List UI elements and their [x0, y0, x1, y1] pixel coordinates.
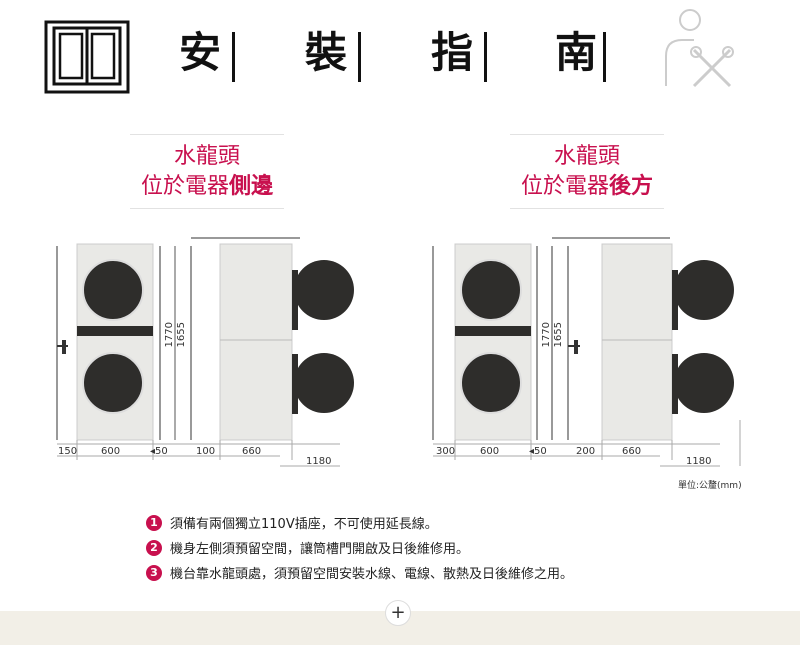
dim-height-inner: 1655 — [176, 322, 187, 348]
open-book-icon — [44, 20, 130, 94]
dim-depth: 660 — [242, 446, 262, 457]
section-rule — [510, 208, 664, 209]
heading-line1: 水龍頭 — [173, 144, 240, 169]
section-heading-side: 水龍頭 位於電器側邊 — [110, 142, 304, 202]
note-item: 1 須備有兩個獨立110V插座，不可使用延長線。 — [146, 510, 573, 535]
dim-tower-width: 600 — [480, 446, 500, 457]
dim-back-gap: 200 — [576, 446, 596, 457]
note-item: 3 機台靠水龍頭處，須預留空間安裝水線、電線、散熱及日後維修之用。 — [146, 560, 573, 585]
note-text: 機身左側須預留空間，讓筒槽門開啟及日後維修用。 — [170, 542, 470, 557]
title-divider — [603, 32, 606, 82]
note-text: 機台靠水龍頭處，須預留空間安裝水線、電線、散熱及日後維修之用。 — [170, 567, 574, 582]
dim-side-gap: ◂50 — [529, 446, 547, 457]
diagram-back-faucet — [432, 237, 741, 467]
title-divider — [232, 32, 235, 82]
title-divider — [484, 32, 487, 82]
notes-list: 1 須備有兩個獨立110V插座，不可使用延長線。 2 機身左側須預留空間，讓筒槽… — [146, 510, 573, 585]
expand-button[interactable]: + — [385, 600, 411, 626]
installer-tools-icon — [665, 9, 734, 88]
title-char-2: 裝 — [304, 28, 347, 77]
section-rule — [130, 208, 284, 209]
heading-line2: 位於電器側邊 — [140, 174, 274, 199]
dim-depth: 660 — [622, 446, 642, 457]
note-number: 1 — [146, 514, 162, 531]
section-heading-back: 水龍頭 位於電器後方 — [490, 142, 684, 202]
dim-back-gap: 100 — [196, 446, 216, 457]
dim-side-gap: ◂50 — [150, 446, 168, 457]
note-item: 2 機身左側須預留空間，讓筒槽門開啟及日後維修用。 — [146, 535, 573, 560]
title-char-3: 指 — [430, 28, 473, 77]
note-number: 3 — [146, 564, 162, 581]
dim-height-outer: 1770 — [164, 322, 175, 348]
section-rule — [510, 134, 664, 135]
section-rule — [130, 134, 284, 135]
title-divider — [358, 32, 361, 82]
title-char-4: 南 — [554, 28, 597, 77]
dim-total: 1180 — [306, 456, 332, 467]
diagram-side-faucet — [56, 237, 354, 467]
dim-height-outer: 1770 — [541, 322, 552, 348]
dim-tower-width: 600 — [101, 446, 121, 457]
heading-line2: 位於電器後方 — [520, 174, 654, 199]
dim-height-inner: 1655 — [553, 322, 564, 348]
heading-line1: 水龍頭 — [553, 144, 620, 169]
dim-left-gap: 300 — [436, 446, 456, 457]
title-char-1: 安 — [178, 28, 221, 77]
unit-note: 單位:公釐(mm) — [678, 481, 742, 491]
dim-total: 1180 — [686, 456, 712, 467]
dim-left-gap: 150 — [58, 446, 78, 457]
note-text: 須備有兩個獨立110V插座，不可使用延長線。 — [170, 517, 438, 532]
note-number: 2 — [146, 539, 162, 556]
